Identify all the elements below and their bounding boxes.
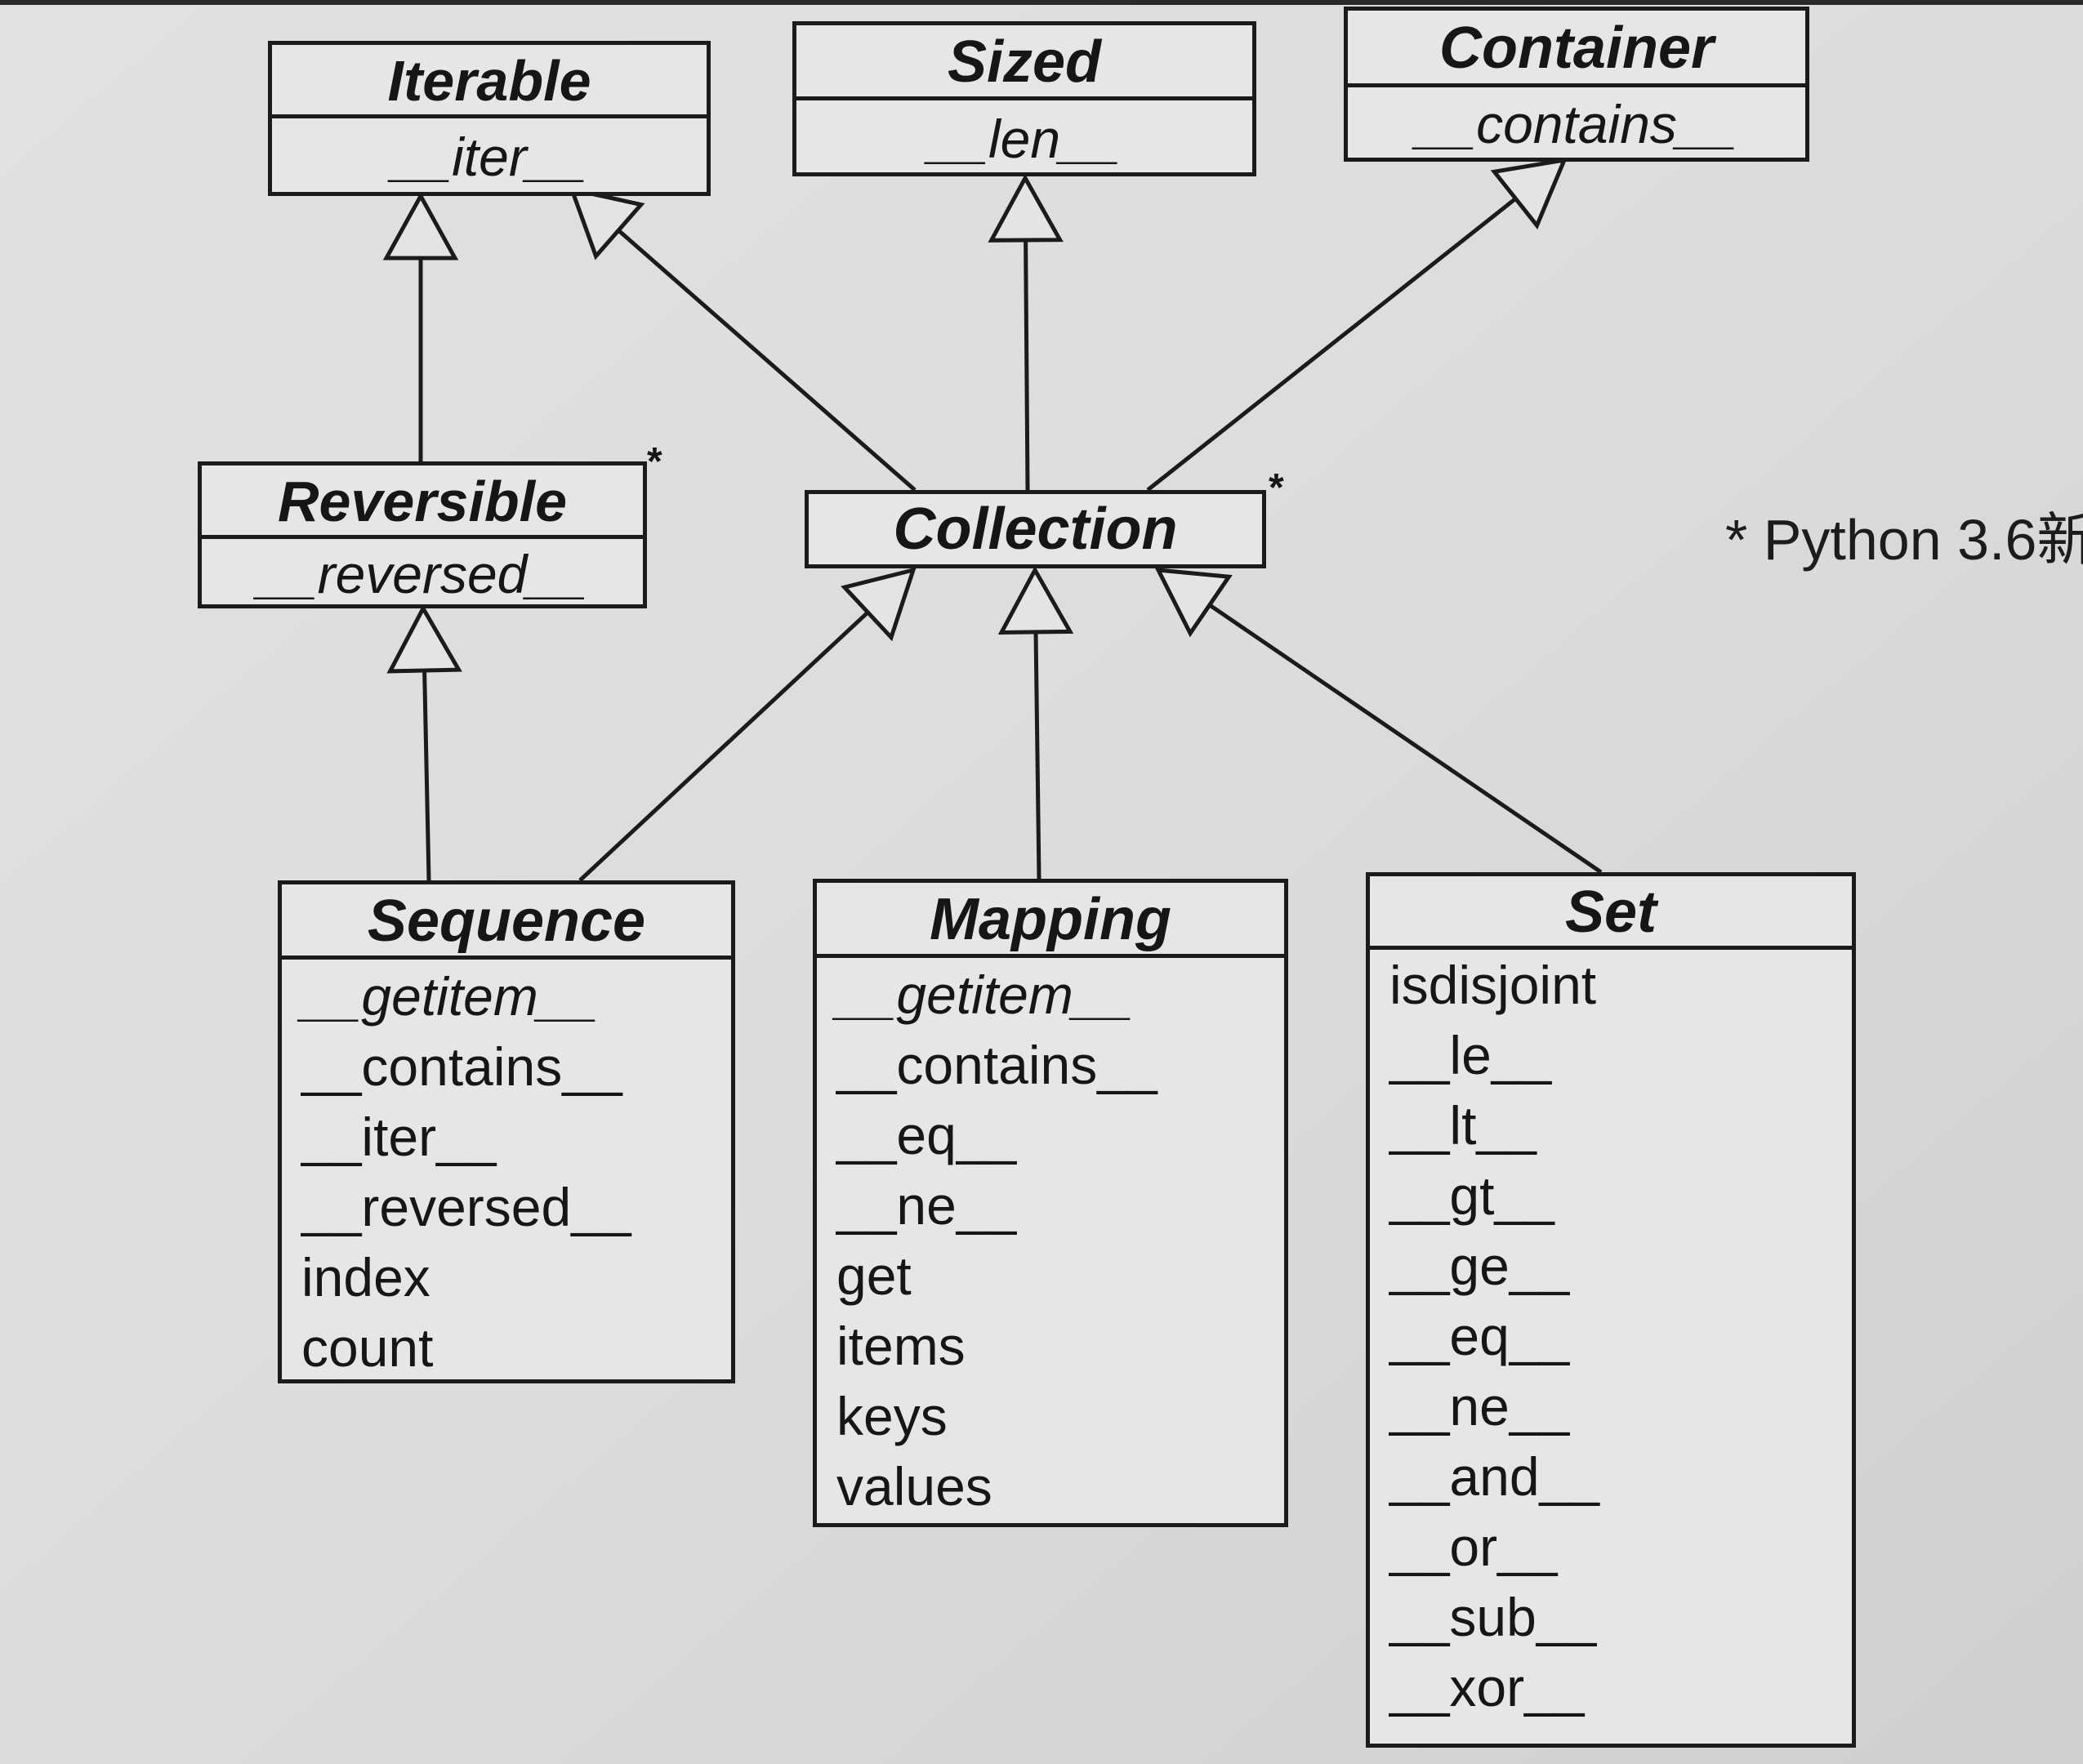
class-set: Set isdisjoint __le__ __lt__ __gt__ __ge… (1366, 872, 1856, 1748)
class-container-title: Container (1348, 11, 1805, 87)
arrow-head-hollow-triangle (997, 565, 1074, 635)
arrow-line (578, 610, 870, 882)
method: count (301, 1317, 434, 1378)
arrow-head-hollow-triangle (569, 186, 645, 261)
class-reversible-marker: * (647, 440, 662, 483)
inheritance-arrow-sequence-to-reversible (386, 604, 462, 881)
method: __iter__ (301, 1107, 497, 1167)
arrow-head-hollow-triangle (382, 191, 459, 261)
arrow-line (617, 229, 917, 492)
method: get (836, 1245, 912, 1306)
class-iterable-methods: __iter__ (272, 118, 707, 192)
method: __reversed__ (301, 1177, 631, 1237)
python-version-note: * Python 3.6新 (1725, 508, 2083, 572)
method: __len__ (928, 109, 1121, 169)
class-iterable-title: Iterable (272, 45, 707, 118)
arrow-head-hollow-triangle (386, 604, 462, 674)
method: __reversed__ (257, 544, 587, 604)
inheritance-arrow-set-to-collection (1154, 568, 1603, 875)
method: __le__ (1389, 1025, 1552, 1085)
method: __contains__ (1416, 94, 1737, 154)
method: __ne__ (1389, 1376, 1570, 1437)
class-collection: Collection (805, 490, 1266, 568)
method: __eq__ (836, 1105, 1017, 1165)
arrow-line (1208, 603, 1603, 875)
class-reversible-title: Reversible (202, 466, 643, 539)
class-collection-marker: * (1269, 466, 1284, 510)
arrow-head-hollow-triangle (1490, 157, 1568, 229)
method: __contains__ (301, 1036, 622, 1097)
method: __lt__ (1389, 1095, 1537, 1156)
method: __iter__ (391, 127, 587, 187)
method: __contains__ (836, 1035, 1157, 1095)
class-set-title: Set (1370, 876, 1852, 950)
class-iterable: Iterable __iter__ (268, 41, 711, 196)
method: __getitem__ (836, 964, 1134, 1025)
arrow-head-hollow-triangle (1154, 568, 1233, 638)
class-mapping: Mapping __getitem__ __contains__ __eq__ … (813, 879, 1288, 1527)
class-sequence: Sequence __getitem__ __contains__ __iter… (278, 880, 735, 1383)
method: __ne__ (836, 1175, 1017, 1236)
method: __and__ (1389, 1446, 1599, 1507)
class-reversible-methods: __reversed__ (202, 539, 643, 609)
inheritance-arrow-sequence-to-collection (578, 567, 917, 882)
method: __or__ (1389, 1517, 1558, 1577)
class-set-methods: isdisjoint __le__ __lt__ __gt__ __ge__ _… (1370, 950, 1852, 1722)
method: values (836, 1456, 992, 1517)
class-mapping-methods: __getitem__ __contains__ __eq__ __ne__ g… (817, 958, 1284, 1521)
class-sized-title: Sized (796, 25, 1252, 100)
arrow-line (1033, 631, 1042, 880)
class-container: Container __contains__ (1344, 7, 1809, 162)
class-mapping-title: Mapping (817, 883, 1284, 958)
inheritance-arrow-collection-to-container (1146, 157, 1568, 492)
method: index (301, 1247, 430, 1307)
class-sized-methods: __len__ (796, 100, 1252, 174)
class-sequence-title: Sequence (282, 884, 731, 960)
method: items (836, 1316, 966, 1376)
class-sized: Sized __len__ (792, 21, 1256, 176)
method: isdisjoint (1389, 955, 1597, 1015)
inheritance-arrow-collection-to-sized (988, 173, 1064, 491)
arrow-head-hollow-triangle (988, 173, 1064, 243)
class-sequence-methods: __getitem__ __contains__ __iter__ __reve… (282, 960, 731, 1383)
method: __eq__ (1389, 1306, 1570, 1366)
method: keys (836, 1386, 948, 1446)
arrow-line (422, 670, 431, 881)
method: __sub__ (1389, 1587, 1597, 1647)
class-container-methods: __contains__ (1348, 87, 1805, 159)
inheritance-arrow-reversible-to-iterable (382, 191, 459, 461)
class-reversible: Reversible __reversed__ (198, 461, 647, 608)
method: __gt__ (1389, 1165, 1554, 1226)
class-collection-title: Collection (893, 497, 1178, 562)
method: __xor__ (1389, 1657, 1585, 1717)
page-top-edge (0, 0, 2083, 5)
arrow-line (1024, 239, 1030, 491)
inheritance-arrow-collection-to-iterable (569, 186, 917, 492)
method: __getitem__ (301, 966, 599, 1027)
arrow-line (1146, 197, 1517, 492)
inheritance-arrow-mapping-to-collection (997, 565, 1074, 880)
arrow-head-hollow-triangle (841, 567, 917, 642)
method: __ge__ (1389, 1236, 1570, 1296)
